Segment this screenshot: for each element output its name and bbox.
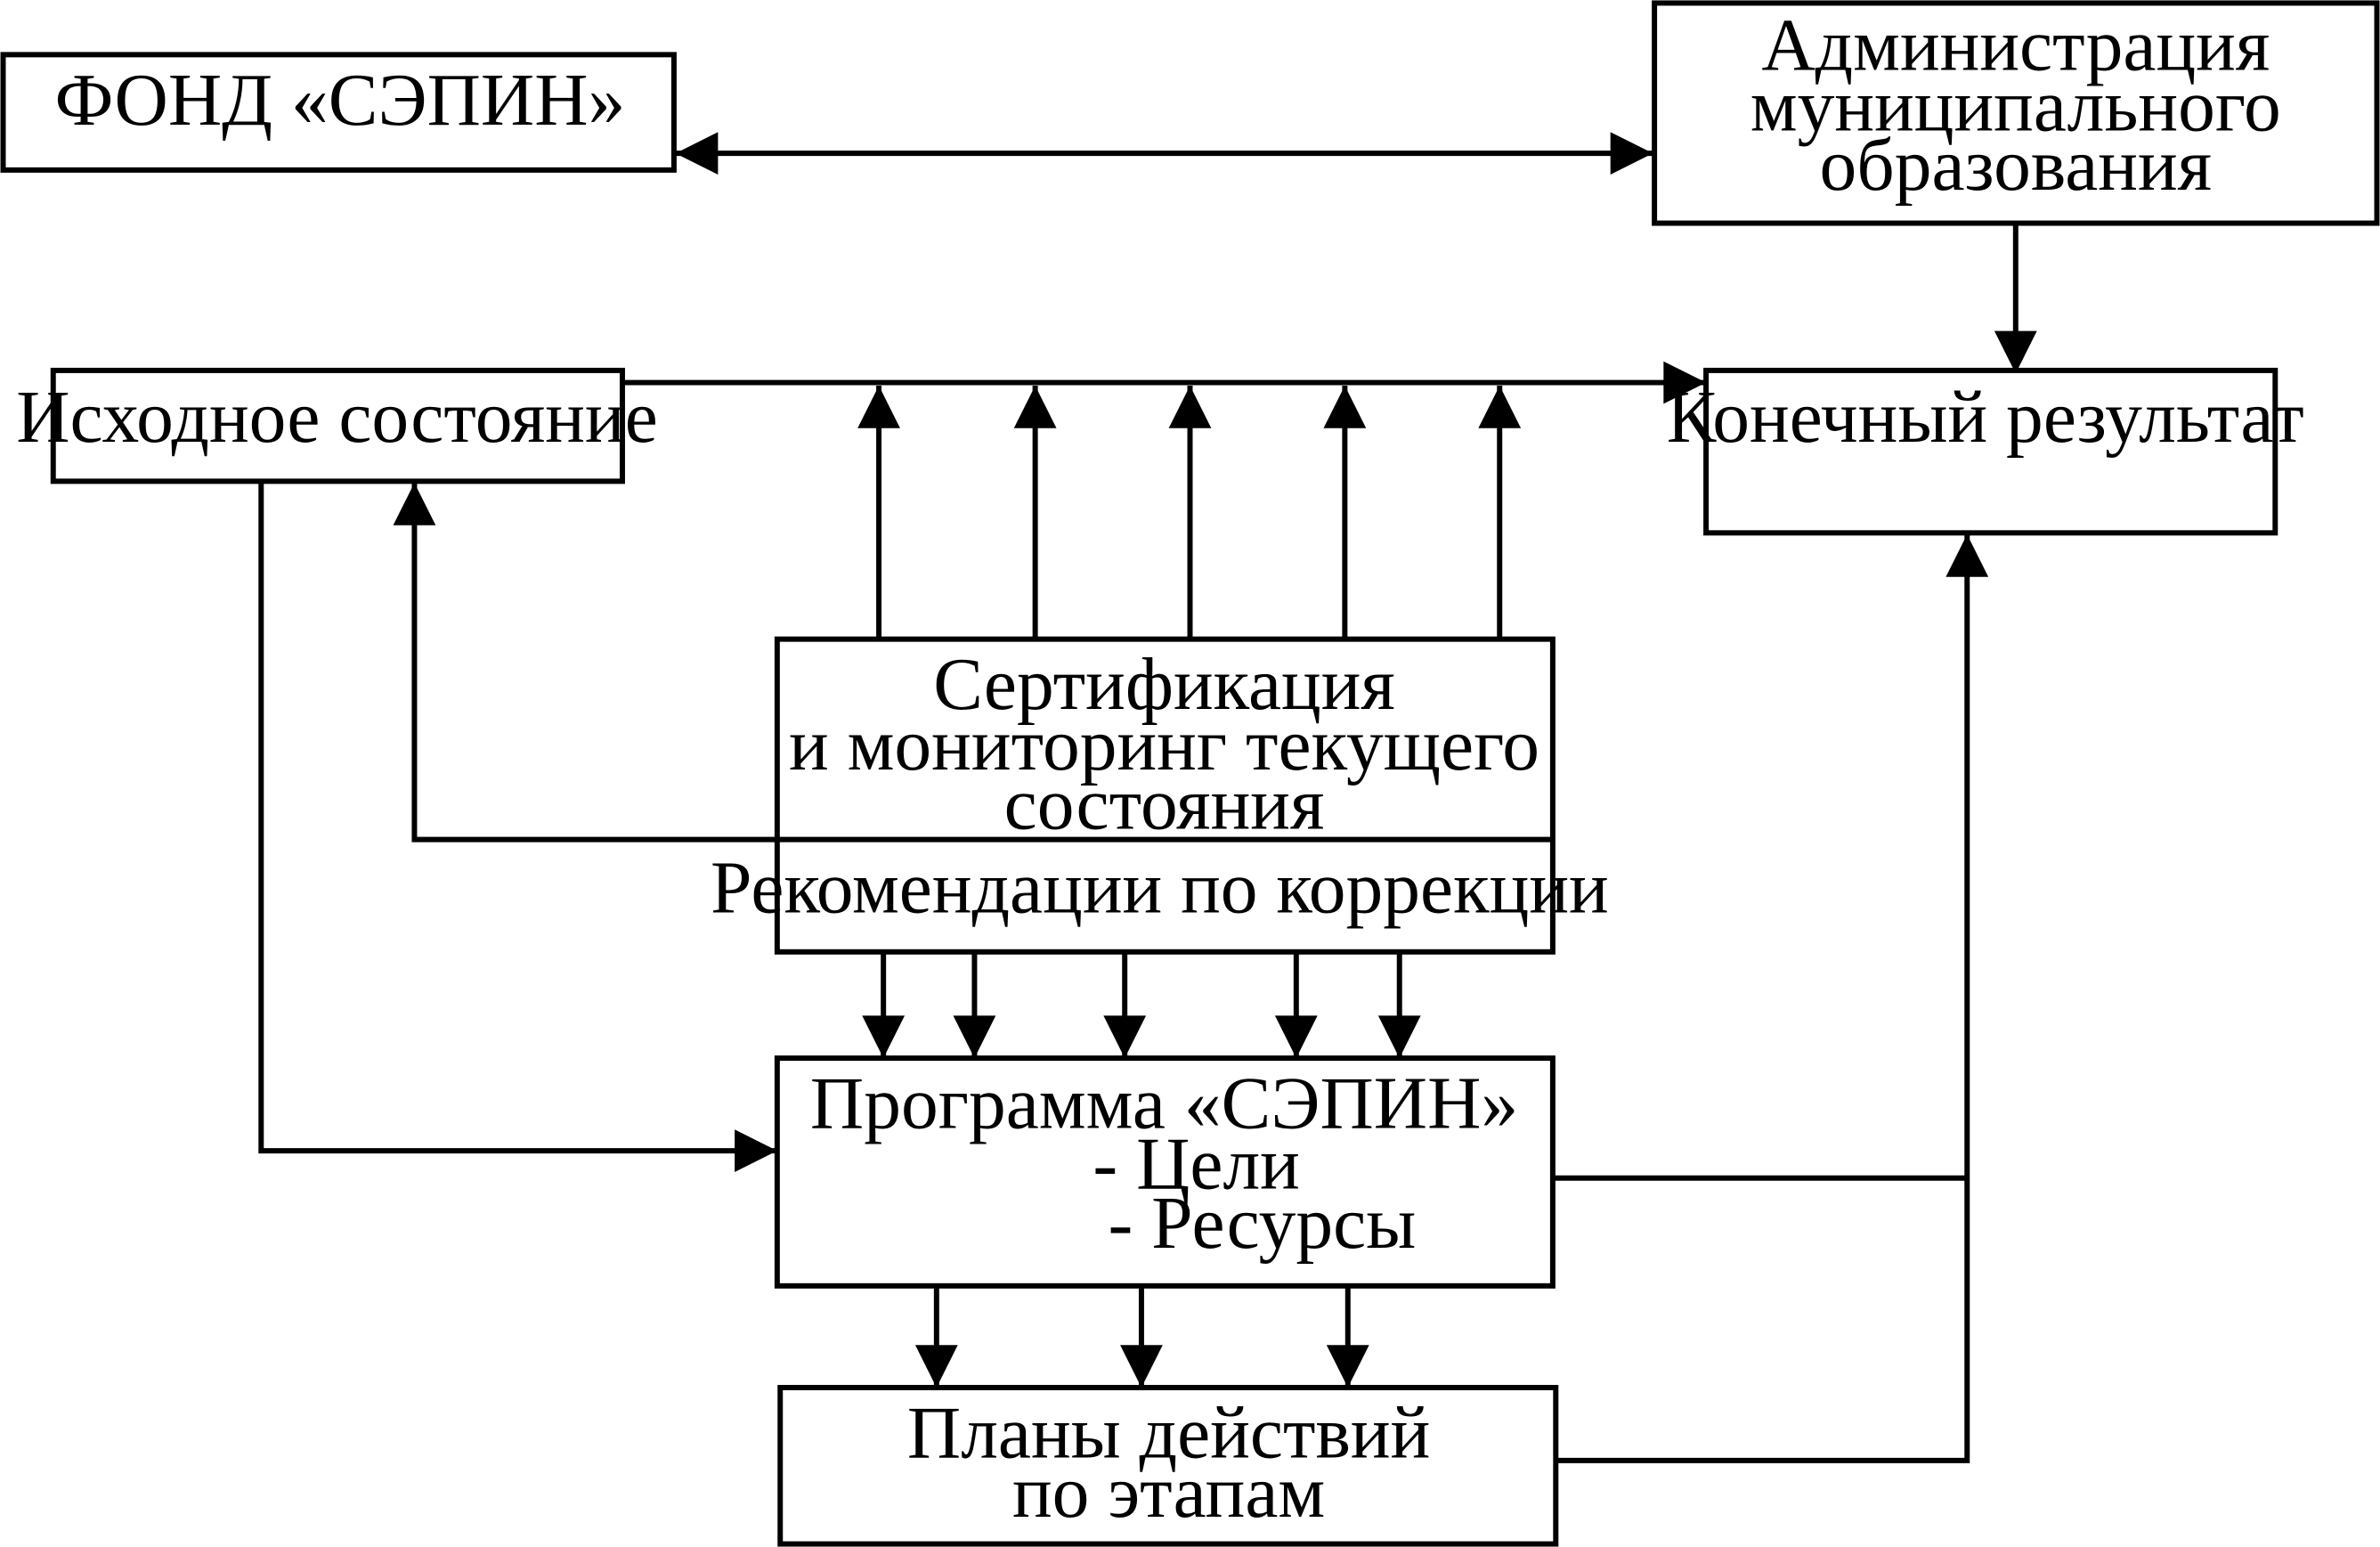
box-initial-state-label: Исходное состояние xyxy=(16,377,658,459)
arrow-initial-program xyxy=(258,483,777,1172)
box-administration-line-2: муниципального xyxy=(1750,66,2281,148)
box-fund: ФОНД «СЭПИН» xyxy=(0,52,677,173)
box-plans-line-1: Планы действий xyxy=(907,1392,1430,1474)
box-program: Программа «СЭПИН» - Цели - Ресурсы xyxy=(774,1055,1556,1289)
connectors xyxy=(258,132,2037,1463)
box-certification-line-2: и мониторинг текущего xyxy=(789,704,1539,786)
box-program-line-1: Программа «СЭПИН» xyxy=(810,1063,1518,1145)
arrow-plans-final xyxy=(1556,534,1989,1463)
box-administration-line-1: Администрация xyxy=(1761,4,2270,86)
box-administration-line-3: образования xyxy=(1820,125,2213,207)
box-plans: Планы действий по этапам xyxy=(777,1385,1559,1547)
box-certification-line-1: Сертификация xyxy=(933,644,1395,726)
box-certification-line-3: состояния xyxy=(1004,764,1325,846)
box-certification: Сертификация и мониторинг текущего состо… xyxy=(711,636,1609,955)
box-administration: Администрация муниципального образования xyxy=(1652,0,2380,226)
arrow-certification-initial xyxy=(393,483,777,843)
box-initial-state: Исходное состояние xyxy=(16,367,658,484)
box-fund-label: ФОНД «СЭПИН» xyxy=(55,60,626,142)
box-program-line-3: - Ресурсы xyxy=(1108,1183,1416,1265)
box-final-result: Конечный результат xyxy=(1667,367,2304,536)
box-plans-line-2: по этапам xyxy=(1012,1452,1325,1534)
box-program-line-2: - Цели xyxy=(1093,1124,1299,1206)
box-recommendations-label: Рекомендации по коррекции xyxy=(711,847,1609,929)
box-final-result-label: Конечный результат xyxy=(1667,377,2304,459)
